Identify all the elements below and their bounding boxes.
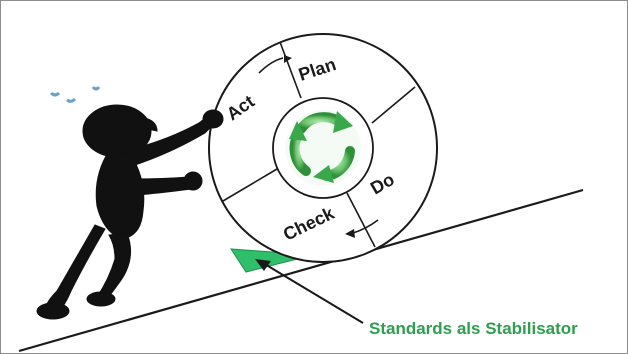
stabilizer-caption: Standards als Stabilisator xyxy=(369,319,578,338)
pushing-figure-icon xyxy=(36,86,224,320)
rotation-arrow-bottom xyxy=(345,219,379,238)
slope-line xyxy=(18,188,584,353)
recycle-arrows-icon xyxy=(285,110,361,186)
rotation-arrow-top xyxy=(258,55,292,74)
pointer-arrow xyxy=(255,259,364,324)
